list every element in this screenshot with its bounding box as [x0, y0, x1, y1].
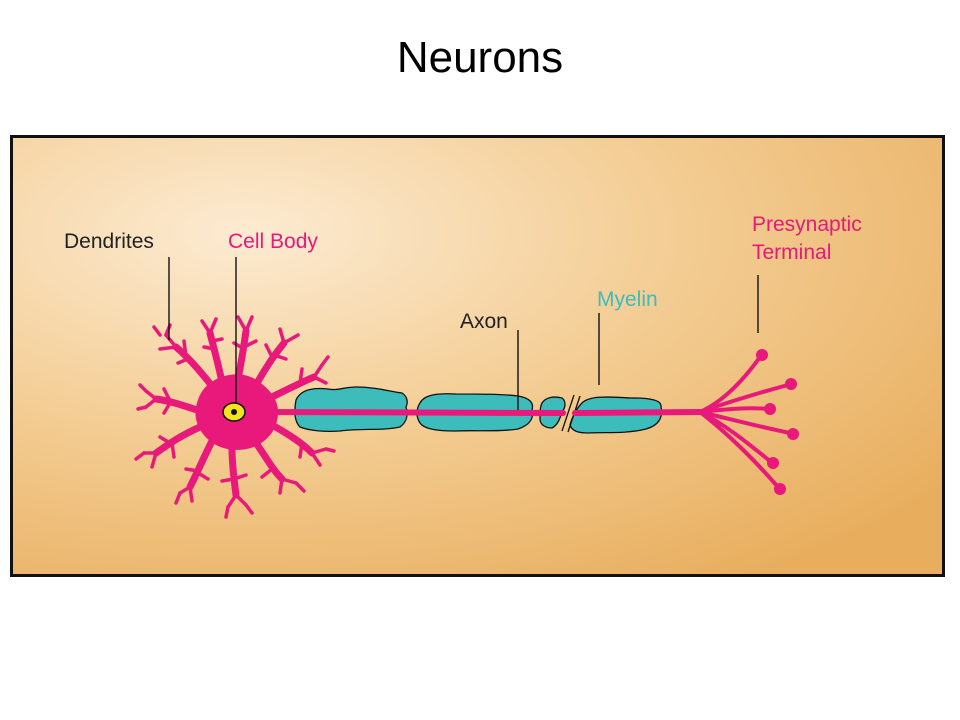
label-presynaptic-line2: Terminal [752, 241, 831, 264]
label-axon: Axon [460, 310, 508, 333]
axon-line [257, 409, 566, 416]
page-title: Neurons [396, 33, 564, 82]
terminal-boutons [756, 349, 799, 495]
presynaptic-terminal [698, 355, 792, 489]
dendrites [152, 327, 318, 499]
neuron-diagram: Dendrites Cell Body Axon Myelin Presynap… [10, 135, 945, 577]
myelin-segment-1 [294, 386, 408, 433]
leader-lines [168, 257, 759, 410]
nucleus [222, 402, 246, 422]
label-cell-body: Cell Body [228, 230, 318, 253]
label-presynaptic-line1: Presynaptic [752, 213, 862, 236]
label-myelin: Myelin [597, 288, 658, 311]
label-dendrites: Dendrites [64, 230, 154, 253]
diagram-panel [10, 135, 945, 577]
